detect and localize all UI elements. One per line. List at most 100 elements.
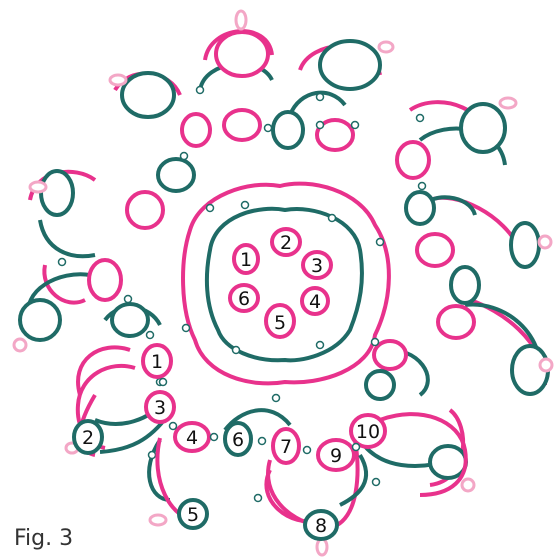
motif-ring-4: [173, 421, 211, 453]
motif-ring-label: 6: [232, 429, 244, 451]
outer-scallop: [147, 438, 171, 502]
join-bead: [145, 330, 155, 340]
motif-ring-9: [316, 438, 356, 472]
outer-ring: [415, 232, 455, 268]
motif-ring-label: 8: [315, 515, 327, 537]
outer-ring: [271, 110, 305, 150]
motif-ring-label: 1: [151, 351, 163, 373]
outer-scallop: [42, 264, 86, 305]
motif-ring-3: [144, 390, 176, 424]
center-ring-6: [228, 283, 260, 313]
outer-ring: [509, 221, 541, 269]
picot: [460, 477, 476, 493]
outer-ring: [222, 108, 262, 142]
motif-ring-label: 3: [154, 397, 166, 419]
motif-ring-6: [223, 421, 253, 457]
motif-ring-8: [303, 509, 339, 541]
motif-ring-label: 5: [187, 504, 199, 526]
outer-ring: [315, 118, 355, 152]
join-bead: [57, 257, 67, 267]
join-bead: [415, 113, 425, 123]
motif-ring-label: 7: [280, 436, 292, 458]
join-bead: [158, 377, 168, 387]
center-outer-pink-petals: [181, 181, 391, 386]
join-bead: [168, 421, 178, 431]
outer-ring: [180, 112, 212, 148]
picot: [234, 9, 248, 31]
center-ring-label: 1: [240, 249, 252, 271]
join-bead: [371, 477, 381, 487]
motif-pink-arch-3: [379, 412, 468, 497]
outer-ring: [110, 302, 150, 338]
join-bead: [271, 393, 281, 403]
join-bead: [263, 123, 273, 133]
join-bead: [181, 323, 191, 333]
picot: [377, 40, 395, 54]
join-beads: [57, 85, 427, 503]
outer-ring: [372, 339, 408, 371]
outer-ring: [125, 190, 165, 230]
join-bead: [240, 200, 250, 210]
center-ring-4: [300, 286, 330, 316]
join-bead: [315, 340, 325, 350]
outer-ring: [39, 169, 75, 217]
center-ring-1: [232, 243, 260, 275]
picot: [537, 234, 553, 250]
motif-ring-label: 9: [330, 445, 342, 467]
picot: [498, 96, 518, 110]
picot: [108, 73, 128, 87]
join-bead: [370, 337, 380, 347]
join-bead: [315, 92, 325, 102]
center-ring-2: [270, 227, 302, 257]
center-ring-label: 6: [238, 288, 250, 310]
motif-ring-label: 4: [186, 427, 198, 449]
picot: [315, 537, 329, 557]
outer-ring: [318, 39, 382, 91]
outer-ring: [18, 298, 62, 342]
outer-ring: [364, 369, 396, 401]
join-bead: [179, 151, 189, 161]
join-bead: [375, 237, 385, 247]
outer-scallop: [288, 90, 347, 116]
join-bead: [231, 345, 241, 355]
motif-ring-1: [141, 343, 173, 379]
outer-scallop: [38, 219, 96, 259]
join-bead: [417, 181, 427, 191]
motif-ring-10: [349, 413, 387, 449]
motif-ring-label: 10: [356, 421, 380, 443]
center-ring-5: [264, 303, 296, 339]
center-ring-3: [301, 250, 333, 280]
figure-caption: Fig. 3: [14, 526, 74, 551]
picot: [12, 337, 28, 353]
join-bead: [350, 120, 360, 130]
outer-ring: [428, 444, 468, 480]
outer-scallop: [76, 345, 131, 396]
motif-ring-2: [72, 419, 104, 455]
outer-ring: [404, 190, 436, 226]
motif-join-beads: [158, 377, 361, 455]
center-ring-label: 5: [274, 312, 286, 334]
numbered-motif-labels: 1 2 3 4 5 6 7 8 9 10: [82, 351, 380, 537]
join-bead: [351, 442, 361, 452]
center-numbered-rings: 1 2 3 4 5 6: [228, 227, 333, 339]
picots: [12, 9, 554, 557]
motif-ring-5: [177, 498, 209, 530]
outer-ring: [156, 157, 196, 193]
motif-ring-7: [271, 427, 301, 465]
center-ring-label: 3: [311, 255, 323, 277]
outer-ring: [395, 140, 431, 180]
outer-ring: [120, 71, 176, 119]
motif-teal-arch-2: [339, 453, 368, 507]
join-bead: [147, 450, 157, 460]
center-motif: [181, 181, 391, 386]
join-bead: [123, 294, 133, 304]
picot: [538, 357, 554, 373]
join-bead: [302, 445, 312, 455]
join-bead: [209, 432, 219, 442]
join-bead: [205, 203, 215, 213]
outer-ring: [214, 30, 270, 78]
center-ring-label: 2: [280, 232, 292, 254]
join-bead: [195, 85, 205, 95]
outer-ring: [459, 102, 507, 154]
